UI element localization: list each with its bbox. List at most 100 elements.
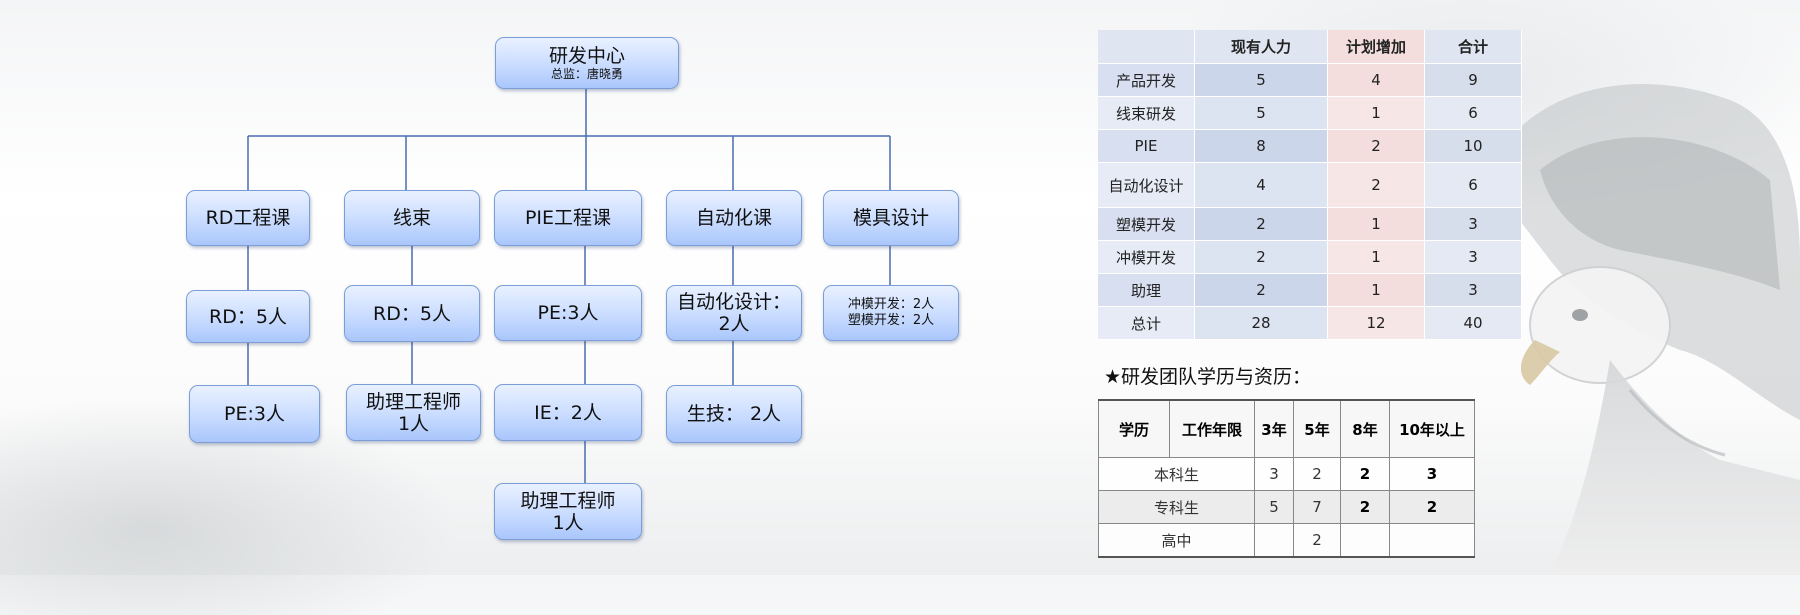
table-row: 本科生 3 2 2 3 [1098, 457, 1475, 491]
total-value: 9 [1425, 64, 1522, 97]
eagle-illustration [1498, 84, 1800, 575]
education-table: 学历 工作年限 3年 5年 8年 10年以上 本科生 3 2 2 3 专科生 5… [1098, 399, 1475, 558]
planned-value: 1 [1328, 208, 1425, 241]
education-header-8y: 8年 [1340, 399, 1390, 458]
count-3y: 3 [1254, 457, 1294, 491]
degree-label: 本科生 [1098, 457, 1255, 491]
dept-pie-name: PIE工程课 [524, 207, 612, 229]
education-header-years: 工作年限 [1169, 399, 1255, 458]
current-value: 5 [1195, 97, 1328, 130]
rd-staff-box: RD：5人 [186, 290, 310, 343]
harness-assistant-text: 助理工程师 1人 [365, 390, 461, 435]
dept-pie-box: PIE工程课 [494, 190, 642, 246]
count-10y: 3 [1389, 457, 1475, 491]
dept-automation-name: 自动化课 [695, 207, 772, 229]
pie-ie-box: IE：2人 [494, 384, 642, 441]
current-value: 28 [1195, 307, 1328, 340]
manpower-table: 现有人力 计划增加 合计 产品开发 5 4 9 线束研发 5 1 6 PIE 8… [1098, 30, 1522, 340]
count-10y [1389, 523, 1475, 558]
pie-ie-text: IE：2人 [534, 401, 602, 424]
pie-assistant-text: 助理工程师 1人 [520, 489, 616, 534]
count-8y [1340, 523, 1390, 558]
manpower-header-row: 现有人力 计划增加 合计 [1098, 30, 1522, 64]
count-10y: 2 [1389, 490, 1475, 524]
org-head-title: 研发中心 [548, 44, 625, 67]
current-value: 4 [1195, 163, 1328, 208]
dept-automation-box: 自动化课 [666, 190, 802, 246]
dept-rd-name: RD工程课 [205, 207, 291, 229]
planned-value: 4 [1328, 64, 1425, 97]
education-header-10y: 10年以上 [1389, 399, 1475, 458]
rd-staff-text: RD：5人 [209, 305, 287, 328]
auto-tech-box: 生技： 2人 [666, 385, 802, 443]
total-value: 6 [1425, 163, 1522, 208]
table-row: PIE 8 2 10 [1098, 130, 1522, 163]
harness-rd-text: RD：5人 [373, 302, 451, 325]
total-value: 3 [1425, 274, 1522, 307]
degree-label: 高中 [1098, 523, 1255, 558]
auto-design-box: 自动化设计： 2人 [666, 285, 802, 341]
pie-assistant-box: 助理工程师 1人 [494, 483, 642, 540]
auto-design-text: 自动化设计： 2人 [676, 291, 791, 335]
education-header-degree: 学历 [1098, 399, 1170, 458]
row-label: 自动化设计 [1098, 163, 1195, 208]
mold-staff-text: 冲模开发：2人 塑模开发：2人 [847, 297, 935, 328]
count-3y: 5 [1254, 490, 1294, 524]
org-chart: 研发中心 总监：唐晓勇 RD工程课 线束 PIE工程课 自动化课 模具设计 RD… [186, 37, 959, 540]
count-5y: 2 [1293, 523, 1341, 558]
manpower-header-total: 合计 [1425, 30, 1522, 64]
count-5y: 7 [1293, 490, 1341, 524]
row-label: 助理 [1098, 274, 1195, 307]
current-value: 2 [1195, 241, 1328, 274]
table-row: 线束研发 5 1 6 [1098, 97, 1522, 130]
planned-value: 1 [1328, 97, 1425, 130]
table-row: 助理 2 1 3 [1098, 274, 1522, 307]
dept-mold-box: 模具设计 [823, 190, 959, 246]
dept-rd-box: RD工程课 [186, 190, 310, 246]
harness-assistant-box: 助理工程师 1人 [346, 384, 481, 441]
pie-pe-text: PE:3人 [537, 302, 599, 324]
planned-value: 1 [1328, 241, 1425, 274]
degree-label: 专科生 [1098, 490, 1255, 524]
current-value: 8 [1195, 130, 1328, 163]
rd-pe-box: PE:3人 [189, 385, 320, 443]
education-header-5y: 5年 [1293, 399, 1341, 458]
education-section-title: ★研发团队学历与资历： [1104, 366, 1312, 388]
total-value: 3 [1425, 208, 1522, 241]
table-row: 高中 2 [1098, 523, 1475, 558]
manpower-header-planned: 计划增加 [1328, 30, 1425, 64]
total-value: 3 [1425, 241, 1522, 274]
dept-harness-box: 线束 [344, 190, 480, 246]
table-row: 塑模开发 2 1 3 [1098, 208, 1522, 241]
education-header-row: 学历 工作年限 3年 5年 8年 10年以上 [1098, 399, 1475, 458]
manpower-header-blank [1098, 30, 1195, 64]
planned-value: 12 [1328, 307, 1425, 340]
count-8y: 2 [1340, 490, 1390, 524]
total-value: 40 [1425, 307, 1522, 340]
current-value: 2 [1195, 208, 1328, 241]
current-value: 2 [1195, 274, 1328, 307]
count-5y: 2 [1293, 457, 1341, 491]
total-value: 6 [1425, 97, 1522, 130]
count-3y [1254, 523, 1294, 558]
dept-mold-name: 模具设计 [852, 207, 929, 229]
dept-harness-name: 线束 [392, 207, 431, 229]
current-value: 5 [1195, 64, 1328, 97]
planned-value: 2 [1328, 130, 1425, 163]
table-row: 专科生 5 7 2 2 [1098, 490, 1475, 524]
table-row: 自动化设计 4 2 6 [1098, 163, 1522, 208]
count-8y: 2 [1340, 457, 1390, 491]
table-row: 产品开发 5 4 9 [1098, 64, 1522, 97]
row-label: 总计 [1098, 307, 1195, 340]
org-head-subtitle: 总监：唐晓勇 [550, 66, 623, 81]
org-connector-lines [247, 89, 891, 483]
row-label: PIE [1098, 130, 1195, 163]
org-head-box: 研发中心 总监：唐晓勇 [495, 37, 679, 89]
table-row: 冲模开发 2 1 3 [1098, 241, 1522, 274]
education-header-3y: 3年 [1254, 399, 1294, 458]
row-label: 冲模开发 [1098, 241, 1195, 274]
row-label: 线束研发 [1098, 97, 1195, 130]
manpower-header-current: 现有人力 [1195, 30, 1328, 64]
auto-tech-text: 生技： 2人 [686, 403, 782, 425]
row-label: 塑模开发 [1098, 208, 1195, 241]
